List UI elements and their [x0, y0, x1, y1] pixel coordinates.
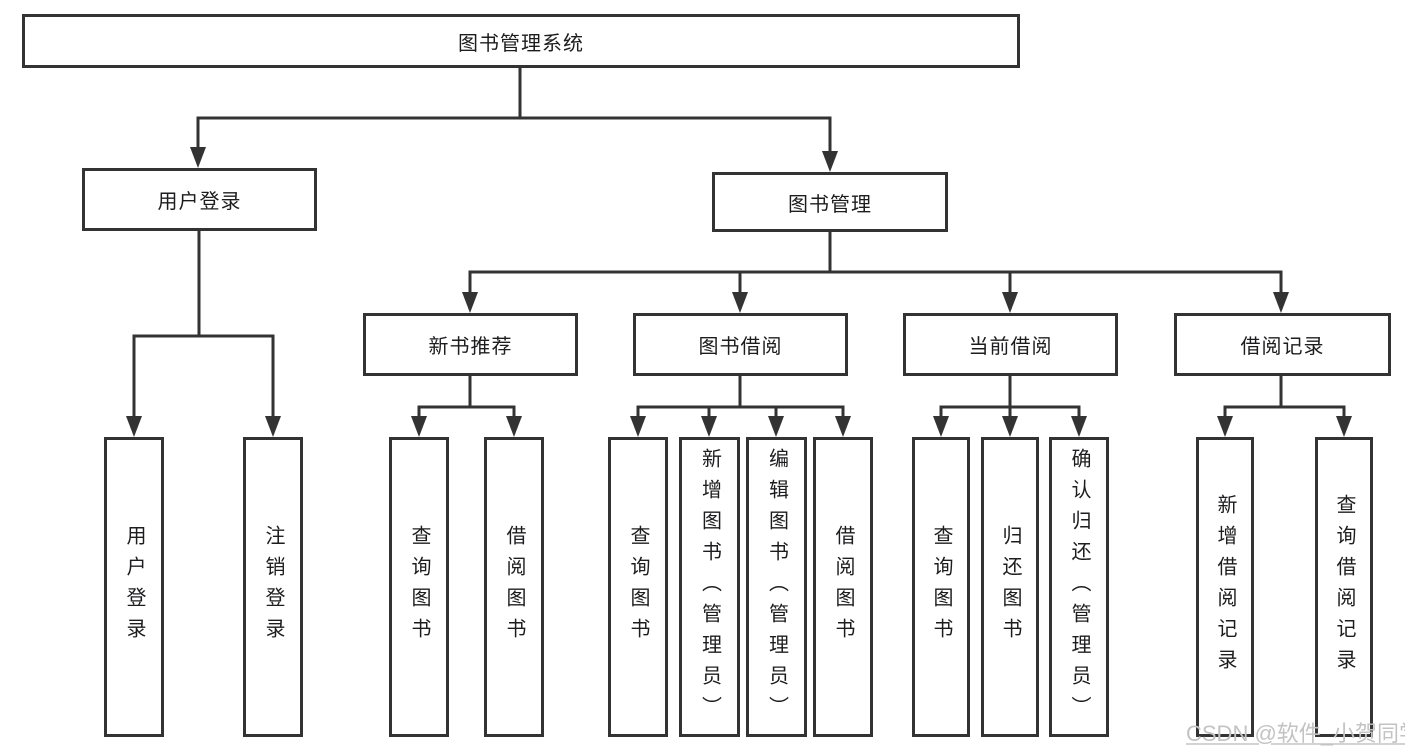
arrow-down-icon	[732, 292, 748, 313]
leaf-logout: 注销登录	[243, 437, 303, 737]
node-label: 图书管理系统	[458, 32, 584, 55]
arrow-down-icon	[1336, 416, 1352, 437]
node-library-management-system: 图书管理系统	[22, 14, 1020, 68]
arrow-down-icon	[768, 416, 784, 437]
arrow-down-icon	[822, 151, 838, 172]
arrow-down-icon	[1273, 292, 1289, 313]
leaf-label: 查询图书	[408, 525, 430, 649]
arrow-down-icon	[506, 416, 522, 437]
leaf-label: 查询图书	[627, 525, 649, 649]
arrow-down-icon	[1071, 416, 1087, 437]
leaf-label: 用户登录	[123, 525, 145, 649]
arrow-down-icon	[265, 416, 281, 437]
arrow-down-icon	[630, 416, 646, 437]
arrow-down-icon	[1002, 416, 1018, 437]
node-label: 图书管理	[788, 193, 872, 216]
node-borrowing-records: 借阅记录	[1174, 313, 1391, 376]
leaf-label: 查询图书	[930, 525, 952, 649]
leaf-label: 新增借阅记录	[1214, 494, 1236, 680]
node-label: 借阅记录	[1240, 336, 1325, 358]
arrow-down-icon	[190, 147, 206, 168]
leaf-query-books-recommend: 查询图书	[389, 437, 449, 737]
arrow-down-icon	[126, 416, 142, 437]
leaf-label: 借阅图书	[503, 525, 525, 649]
leaf-query-books-current: 查询图书	[912, 437, 970, 737]
arrow-down-icon	[701, 416, 717, 437]
leaf-add-books-admin: 新增图书（管理员）	[679, 437, 740, 737]
leaf-add-borrow-record: 新增借阅记录	[1196, 437, 1254, 737]
leaf-query-books-borrowing: 查询图书	[608, 437, 668, 737]
leaf-return-books: 归还图书	[981, 437, 1039, 737]
arrow-down-icon	[462, 292, 478, 313]
leaf-label: 归还图书	[999, 525, 1021, 649]
arrow-down-icon	[933, 416, 949, 437]
leaf-label: 借阅图书	[832, 525, 854, 649]
leaf-label: 新增图书（管理员）	[698, 447, 721, 727]
arrow-down-icon	[411, 416, 427, 437]
leaf-edit-books-admin: 编辑图书（管理员）	[746, 437, 807, 737]
arrow-down-icon	[1217, 416, 1233, 437]
node-user-login: 用户登录	[82, 168, 317, 231]
leaf-borrow-books-borrowing: 借阅图书	[813, 437, 873, 737]
node-current-borrowing: 当前借阅	[903, 313, 1118, 376]
arrow-down-icon	[835, 416, 851, 437]
leaf-query-borrow-record: 查询借阅记录	[1315, 437, 1373, 737]
arrow-down-icon	[1002, 292, 1018, 313]
leaf-label: 确认归还（管理员）	[1068, 447, 1090, 727]
leaf-borrow-books-recommend: 借阅图书	[484, 437, 544, 737]
node-label: 图书借阅	[698, 336, 783, 358]
node-book-management: 图书管理	[712, 172, 948, 232]
leaf-user-login: 用户登录	[104, 437, 164, 737]
csdn-watermark: CSDN @软件_小贺同学	[1186, 721, 1405, 746]
leaf-label: 编辑图书（管理员）	[765, 447, 788, 727]
node-new-book-recommendation: 新书推荐	[363, 313, 578, 376]
node-book-borrowing: 图书借阅	[633, 313, 848, 376]
node-label: 当前借阅	[968, 336, 1053, 358]
leaf-label: 查询借阅记录	[1333, 494, 1355, 680]
leaf-label: 注销登录	[262, 525, 284, 649]
leaf-confirm-return-admin: 确认归还（管理员）	[1049, 437, 1109, 737]
node-label: 用户登录	[157, 191, 242, 213]
node-label: 新书推荐	[428, 336, 513, 358]
